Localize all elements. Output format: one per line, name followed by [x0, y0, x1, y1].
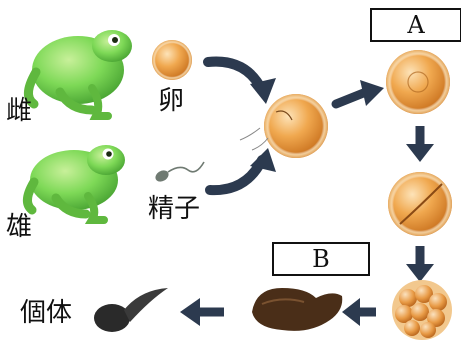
tadpole-icon: [94, 288, 168, 332]
egg-cell-icon: [152, 40, 192, 80]
label-male: 雄: [6, 214, 32, 240]
arrow-egg-to-fertilization: [208, 62, 276, 104]
label-individual: 個体: [20, 300, 72, 326]
female-frog-icon: [28, 30, 132, 116]
cleavage-stage-a-icon: [386, 50, 450, 114]
blank-box-a: A: [370, 8, 461, 42]
male-frog-icon: [27, 145, 125, 220]
sperm-cell-icon: [153, 162, 204, 184]
label-female: 雌: [6, 98, 32, 124]
multicell-stage-icon: [392, 280, 452, 340]
label-sperm: 精子: [148, 196, 200, 222]
arrow-left-2: [180, 298, 224, 326]
blank-box-b: B: [272, 242, 370, 276]
label-egg: 卵: [158, 88, 184, 114]
fertilized-egg-icon: [240, 94, 328, 158]
arrow-to-two-cell-stage: [336, 80, 384, 106]
arrow-down-2: [406, 246, 434, 282]
two-cell-stage-icon: [388, 172, 452, 236]
arrow-down-1: [406, 126, 434, 162]
arrow-sperm-to-fertilization: [210, 148, 276, 190]
embryo-stage-b-icon: [252, 288, 342, 331]
arrow-left-1: [342, 298, 376, 326]
